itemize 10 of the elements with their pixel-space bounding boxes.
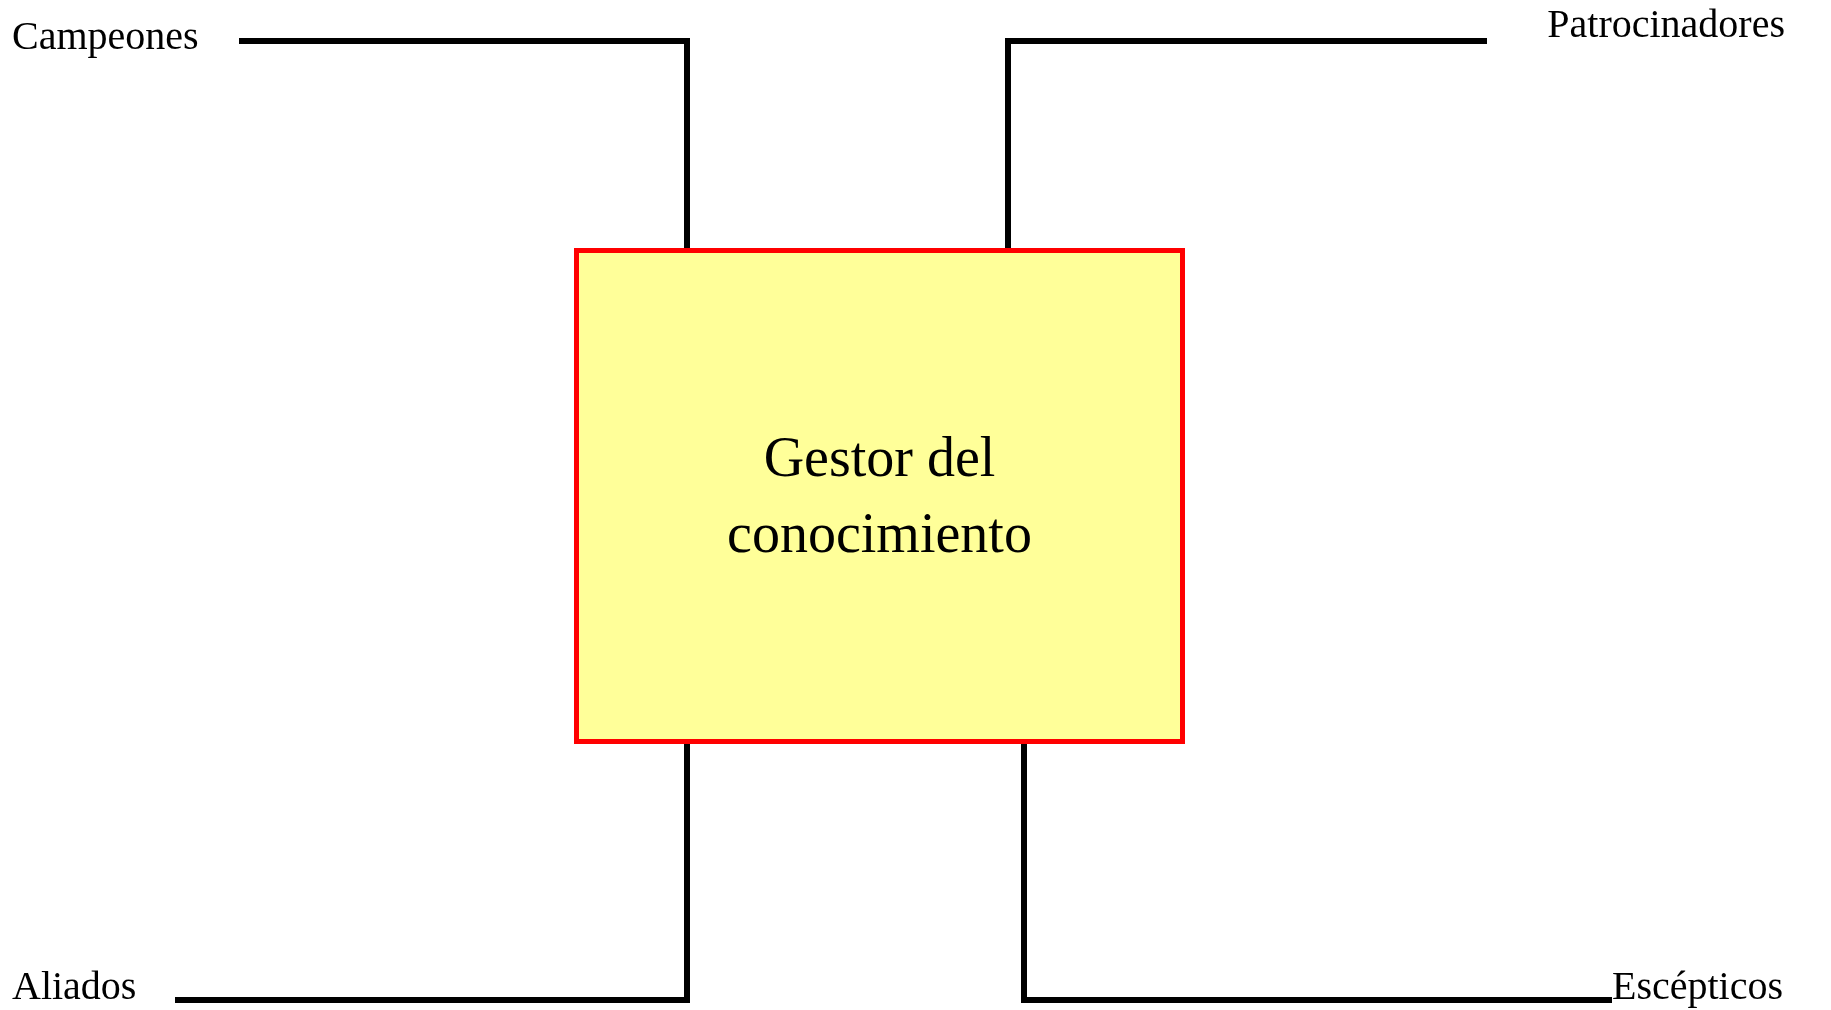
connector-line	[175, 744, 690, 1003]
stakeholder-label: Aliados	[12, 966, 162, 1006]
connector-line	[1021, 744, 1612, 1003]
stakeholder-label: Escépticos	[1612, 966, 1822, 1006]
connector-line	[1005, 38, 1487, 248]
stakeholder-label: Campeones	[12, 16, 234, 56]
box-title: Gestor del conocimiento	[726, 425, 1033, 566]
role-box	[574, 248, 1185, 744]
stakeholder-label: Patrocinadores	[1495, 4, 1785, 44]
connector-line	[239, 38, 690, 248]
